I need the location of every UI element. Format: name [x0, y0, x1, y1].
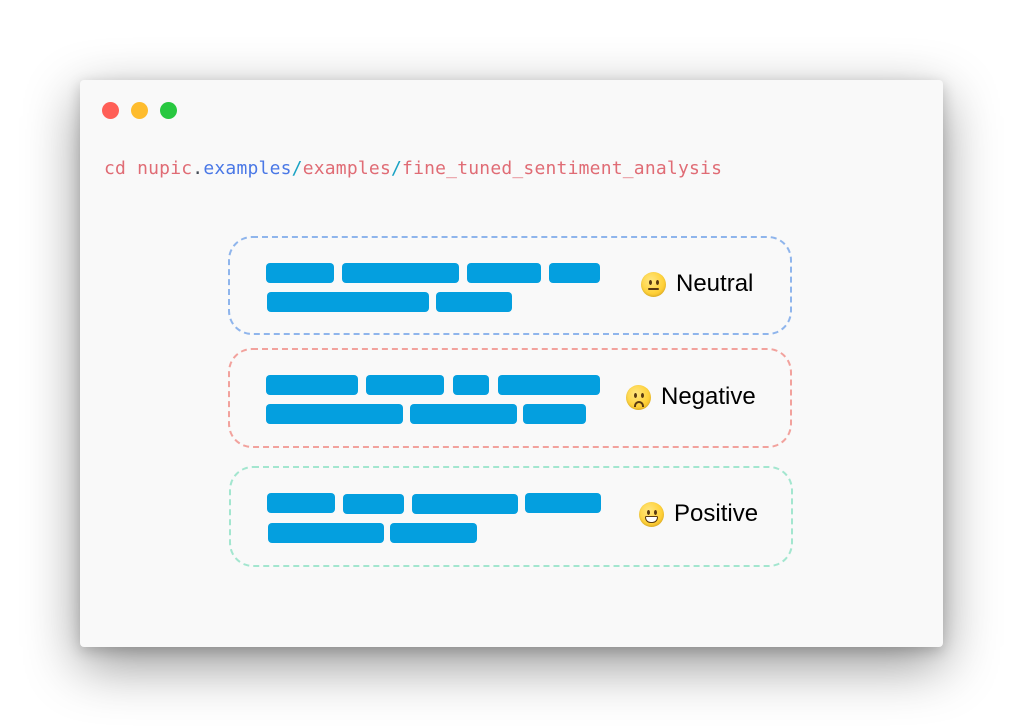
text-token-bar	[523, 404, 586, 424]
command-prefix: cd nupic	[104, 158, 193, 179]
close-window-button[interactable]	[102, 102, 119, 119]
sentiment-label: Negative	[626, 383, 756, 411]
maximize-window-button[interactable]	[160, 102, 177, 119]
terminal-window: cd nupic.examples/examples/fine_tuned_se…	[80, 80, 943, 647]
text-token-bar	[467, 263, 541, 283]
sentiment-label-text: Negative	[661, 383, 756, 410]
neutral-sentiment-card: Neutral	[228, 236, 792, 335]
command-slash: /	[291, 158, 303, 179]
text-token-bar	[366, 375, 444, 395]
text-token-bar	[525, 493, 601, 513]
minimize-window-button[interactable]	[131, 102, 148, 119]
text-token-bar	[267, 292, 429, 312]
sentiment-label-text: Positive	[674, 500, 759, 527]
command-dot: .	[192, 158, 204, 179]
command-slash-2: /	[390, 158, 403, 179]
command-segment-final: fine_tuned_sentiment_analysis	[402, 158, 723, 179]
text-token-bar	[266, 375, 358, 395]
text-token-bar	[390, 523, 477, 543]
text-token-bar	[498, 375, 600, 395]
text-token-bar	[268, 523, 384, 543]
neutral-face-icon	[641, 271, 666, 297]
text-token-bar	[549, 263, 600, 283]
frowning-face-icon	[626, 384, 651, 410]
positive-sentiment-card: Positive	[229, 466, 793, 567]
text-token-bar	[267, 493, 335, 513]
command-segment-examples-2: examples	[302, 158, 391, 179]
text-token-bar	[412, 494, 518, 514]
command-line: cd nupic.examples/examples/fine_tuned_se…	[104, 158, 722, 179]
sentiment-label: Positive	[639, 500, 758, 528]
negative-sentiment-card: Negative	[228, 348, 792, 448]
text-token-bar	[343, 494, 404, 514]
grinning-face-icon	[639, 501, 664, 527]
text-token-bar	[266, 263, 334, 283]
text-token-bar	[342, 263, 459, 283]
text-token-bar	[453, 375, 489, 395]
text-token-bar	[436, 292, 512, 312]
text-token-bar	[266, 404, 403, 424]
sentiment-label-text: Neutral	[676, 270, 754, 297]
command-segment-examples: examples	[203, 158, 292, 179]
sentiment-label: Neutral	[641, 270, 753, 298]
text-token-bar	[410, 404, 517, 424]
